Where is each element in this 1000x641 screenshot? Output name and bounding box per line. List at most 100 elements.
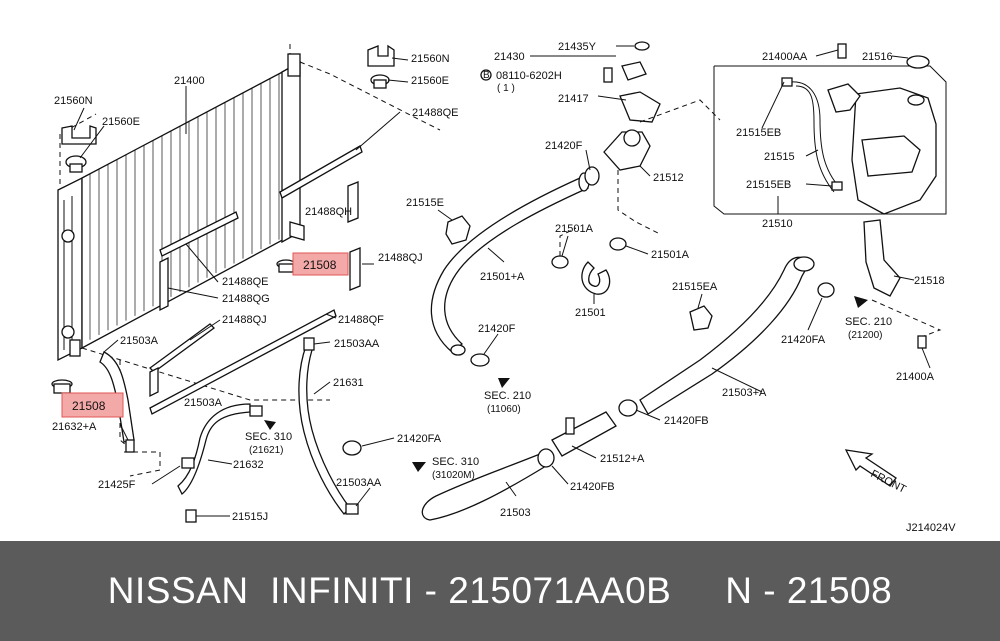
reservoir-neck (907, 94, 925, 106)
small-hose-21501 (581, 261, 611, 295)
clamp-21420fb-low (537, 448, 555, 468)
hose-fitting (125, 439, 135, 453)
radiator-clip (61, 325, 75, 339)
label-21503aa-top: 21503AA (334, 338, 380, 350)
seal-strip-21488qe-mid (159, 211, 239, 257)
label-21488qh: 21488QH (305, 206, 352, 218)
label-21420fb-mid: 21420FB (664, 415, 709, 427)
label-21560e-left: 21560E (102, 116, 140, 128)
seal-strip-21488qg (159, 256, 169, 312)
radiator-filler-neck (287, 53, 301, 77)
radiator-assembly (57, 53, 305, 362)
seal-strip-21488qj-right (349, 247, 361, 291)
clamp-21501a-b (609, 237, 627, 251)
label-21503a-right: 21503+A (722, 387, 767, 399)
mount-bushing-body (373, 79, 387, 89)
drain-plug-lower (51, 379, 73, 394)
label-sec210-b: SEC. 210 (845, 316, 892, 328)
label-21632: 21632 (233, 459, 264, 471)
label-sec310-b-ref: (31020M) (432, 470, 475, 481)
leader-lines (73, 45, 931, 517)
label-21515ea: 21515EA (672, 281, 718, 293)
clamp-21515e (445, 215, 471, 245)
label-21515eb-b: 21515EB (746, 179, 791, 191)
label-21510: 21510 (762, 218, 793, 230)
radiator-seal-strips (149, 145, 363, 415)
label-21420fb-low: 21420FB (570, 481, 615, 493)
hose-21632 (177, 403, 251, 496)
hose-end (450, 344, 466, 356)
label-21420f-low: 21420F (478, 323, 516, 335)
label-21560e-top: 21560E (411, 75, 449, 87)
dash-guide (871, 299, 942, 337)
reservoir-bracket (827, 83, 861, 113)
mount-bushing-body (69, 163, 83, 173)
dash-guide (299, 61, 441, 131)
label-21400: 21400 (174, 75, 205, 87)
overflow-hose-21515 (795, 85, 835, 193)
label-21560n-top: 21560N (411, 53, 450, 65)
label-21488qf: 21488QF (338, 314, 384, 326)
radiator-right-tank (281, 60, 301, 244)
clip-21515eb-a (781, 77, 793, 87)
cap-21430 (621, 61, 647, 81)
label-sec310-a-ref: (21621) (249, 445, 283, 456)
outlet-flange (623, 129, 641, 147)
arrow-sec210-b (854, 296, 868, 308)
hose-21503 (421, 453, 547, 521)
clamp-21420fa-right (817, 282, 835, 298)
label-21501: 21501 (575, 307, 606, 319)
clamp-21420f-low (470, 353, 490, 367)
label-21631: 21631 (333, 377, 364, 389)
seal-strip-21488qj-mid (149, 323, 215, 373)
bolt-21400a (917, 335, 927, 349)
hose-end (793, 256, 815, 272)
bolt-21400aa (837, 43, 847, 59)
highlight-box-21508-upper (292, 252, 349, 276)
bolt-symbol-b (480, 69, 492, 81)
arrow-sec310-b (412, 462, 426, 472)
clip-21503aa (345, 503, 359, 515)
label-21420f-top: 21420F (545, 140, 583, 152)
radiator-mount-top (367, 44, 395, 89)
label-21515: 21515 (764, 151, 795, 163)
label-21488qj-mid: 21488QJ (222, 314, 267, 326)
label-21501a-a: 21501A (555, 223, 594, 235)
label-21632a: 21632+A (52, 421, 97, 433)
label-21503aa-low: 21503AA (336, 477, 382, 489)
label-21512: 21512 (653, 172, 684, 184)
label-21503a-mid: 21503A (184, 397, 223, 409)
label-bolt-spec: 08110-6202H (496, 70, 562, 82)
label-21516: 21516 (862, 51, 893, 63)
clamp-21515ea (689, 305, 713, 331)
reservoir-tank-21510 (827, 83, 937, 215)
label-21518: 21518 (914, 275, 945, 287)
highlight-box-21508-lower (61, 392, 124, 418)
dash-guide (559, 227, 577, 256)
label-21488qe-top: 21488QE (412, 107, 458, 119)
part-number-footer: NISSAN INFINITI - 215071AA0B N - 21508 (0, 541, 1000, 641)
pipe-bracket (565, 417, 575, 435)
clip-21503a (249, 405, 263, 417)
arrow-sec210-a (498, 378, 510, 388)
label-21503a-left: 21503A (120, 335, 159, 347)
part-labels: 21400 21560N 21560E 21560N 21560E 21488Q… (52, 41, 956, 534)
label-21435y: 21435Y (558, 41, 597, 53)
label-21560n-left: 21560N (54, 95, 93, 107)
dash-guide (639, 99, 721, 123)
radiator-outlet-pipe (289, 221, 305, 241)
clip-21515eb-b (831, 181, 843, 191)
clamp-21420f-top (584, 166, 600, 186)
label-sec210-b-ref: (21200) (848, 330, 882, 341)
label-bolt-qty: ( 1 ) (497, 83, 515, 94)
radiator-fins (89, 73, 280, 340)
seal-strip-21488qf (149, 309, 337, 415)
label-21503: 21503 (500, 507, 531, 519)
clamp-21501a-a (551, 255, 569, 269)
label-21400aa: 21400AA (762, 51, 808, 63)
bracket-21417 (619, 91, 661, 123)
bolt-symbol-letter: B (483, 70, 490, 81)
label-21488qj-right: 21488QJ (378, 252, 423, 264)
label-21488qg: 21488QG (222, 293, 270, 305)
seal-strip-21488qe-top (279, 145, 363, 199)
